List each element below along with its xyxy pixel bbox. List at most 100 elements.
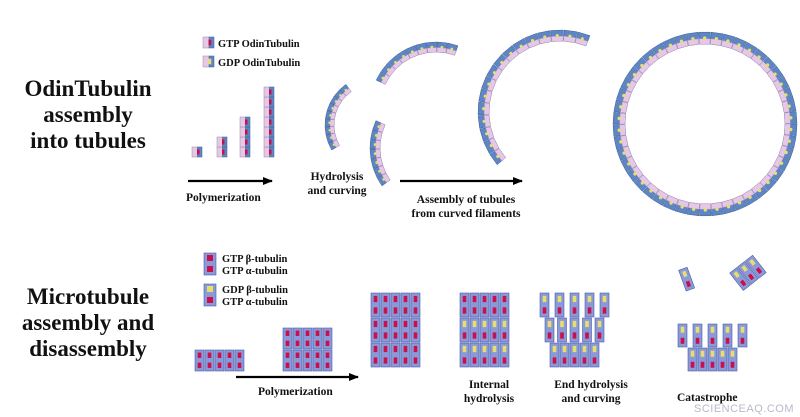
subunit-pink [239, 116, 246, 128]
alpha-nucleotide [237, 362, 242, 369]
gdp-cap [668, 43, 673, 47]
dimer-body [234, 349, 245, 372]
end-hydrolysis-label: End hydrolysis and curving [536, 378, 646, 406]
filament-segment-inner [751, 182, 764, 194]
tubulin-dimer [370, 292, 381, 318]
alpha-nucleotide [227, 362, 232, 369]
catastrophe-lattice [677, 254, 767, 372]
beta-nucleotide [562, 345, 567, 353]
dimer-body [459, 317, 470, 343]
filament-segment-inner [622, 145, 632, 159]
caption-line: Internal [468, 379, 510, 391]
tubulin-dimer [569, 317, 580, 343]
gdp-cap [773, 171, 778, 175]
gdp-cap [779, 82, 783, 86]
alpha-nucleotide [403, 357, 408, 364]
alpha-nucleotide [207, 297, 213, 303]
odintubulin-subunit [216, 146, 228, 158]
alpha-nucleotide [482, 307, 487, 314]
gdp-cap [680, 205, 684, 209]
subunit-pink [239, 126, 246, 138]
gtp-cap [269, 149, 272, 155]
beta-nucleotide [587, 295, 592, 303]
legend-line: GTP α-tubulin [222, 297, 288, 308]
gdp-cap [658, 195, 663, 200]
gdp-cap [702, 36, 707, 40]
beta-nucleotide [217, 352, 222, 358]
alpha-nucleotide [572, 307, 577, 314]
legend-gdp-beta-gtp-alpha: GDP β-tubulin GTP α-tubulin [222, 285, 288, 309]
beta-nucleotide [403, 295, 408, 303]
watermark: SCIENCEAQ.COM [693, 403, 794, 415]
odintubulin-subunit [263, 106, 275, 118]
gdp-cap [375, 161, 379, 164]
dimer-body [292, 349, 303, 372]
gdp-cap [430, 45, 434, 49]
odintubulin-subunit [263, 116, 275, 128]
alpha-nucleotide [462, 332, 467, 339]
odintubulin-subunit [263, 126, 275, 138]
beta-nucleotide [373, 345, 378, 353]
alpha-nucleotide [373, 332, 378, 339]
filament-segment-inner [778, 89, 788, 103]
dimer-body [489, 317, 500, 343]
filament-segment-inner [619, 124, 626, 136]
dimer-body [737, 323, 748, 348]
gdp-cap [440, 45, 444, 49]
gdp-cap [328, 121, 331, 125]
beta-nucleotide [482, 295, 487, 303]
subunit-pink [263, 146, 270, 158]
dimer-body [479, 342, 490, 368]
gtp-cap [197, 149, 200, 155]
tubulin-dimer [370, 317, 381, 343]
tubulin-dimer [594, 317, 605, 343]
filament-segment-inner [494, 148, 506, 162]
dimer-body [370, 292, 381, 318]
filament-segment-inner [538, 36, 552, 44]
beta-nucleotide [730, 350, 735, 357]
filament-segment-inner [489, 137, 500, 151]
gdp-cap [658, 49, 662, 53]
gdp-cap [757, 188, 762, 193]
filament-segment-inner [638, 174, 651, 187]
curved-filament [324, 83, 352, 151]
odintubulin-subunit [239, 126, 251, 138]
alpha-nucleotide [560, 332, 564, 339]
legend-line: GDP β-tubulin [222, 285, 288, 296]
alpha-nucleotide [502, 332, 507, 339]
filament-segment-inner [638, 61, 651, 74]
alpha-nucleotide [502, 307, 507, 314]
beta-nucleotide [413, 295, 418, 303]
gdp-cap [489, 144, 493, 148]
filament-segment-inner [408, 50, 419, 59]
alpha-nucleotide [482, 357, 487, 364]
caption-line: and curving [561, 393, 621, 405]
filament-segment-inner [485, 126, 494, 140]
title-line: disassembly [29, 336, 147, 361]
dimer-body [302, 327, 313, 350]
filament-segment-inner [759, 174, 772, 187]
beta-nucleotide [733, 271, 740, 279]
subunit-pink [263, 116, 270, 128]
gdp-cap [509, 51, 513, 55]
filament-segment-inner [710, 202, 723, 210]
gdp-cap [737, 201, 742, 205]
alpha-nucleotide [695, 337, 700, 344]
filament-segment-inner [375, 148, 381, 158]
dimer-body [322, 327, 333, 350]
alpha-nucleotide [572, 357, 577, 364]
curving-lattice [539, 292, 610, 368]
gtp-cap [269, 89, 272, 95]
dimer-body [717, 347, 728, 372]
alpha-nucleotide [295, 340, 300, 347]
tubulin-dimer [499, 317, 510, 343]
dimer-body [569, 317, 580, 343]
beta-nucleotide [325, 352, 330, 358]
filament-segment-inner [676, 199, 689, 208]
filament-segment-inner [655, 48, 668, 59]
subunit-pink [216, 136, 223, 148]
beta-nucleotide [482, 345, 487, 353]
dimer-body [390, 292, 401, 318]
alpha-nucleotide [690, 361, 695, 368]
dimer-body [370, 342, 381, 368]
